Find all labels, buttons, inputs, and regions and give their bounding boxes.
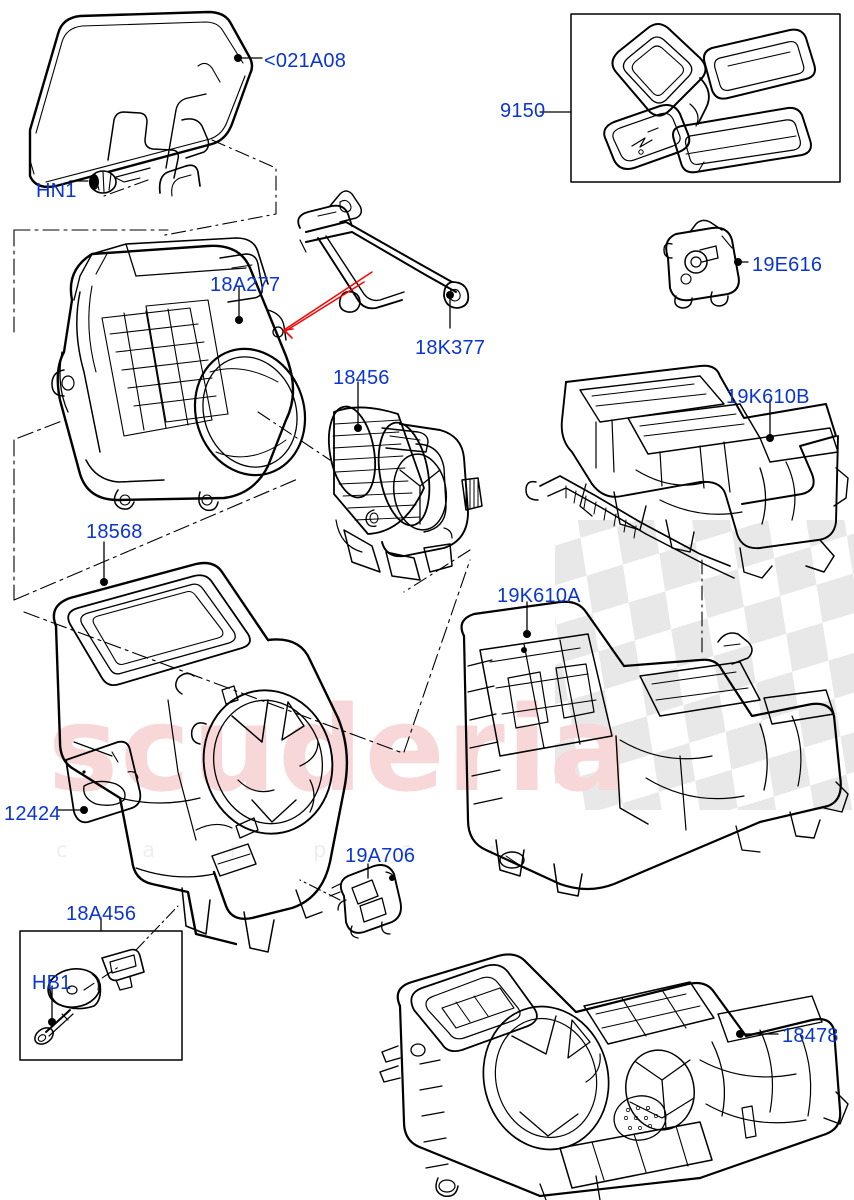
callout-18478: 18478 [782, 1025, 839, 1047]
callout-19K610A: 19K610A [497, 585, 581, 607]
highlight-leaders-red [283, 271, 373, 339]
leader-19K610A [523, 601, 531, 638]
part-HB1-bolt [34, 1009, 74, 1045]
leader-021A08 [234, 54, 263, 62]
guide-18456 [257, 411, 331, 461]
part-021A08-cover [28, 10, 254, 197]
guide-18456-to-18568 [403, 549, 471, 593]
part-18K377-bracket [297, 190, 470, 313]
leader-19E616 [734, 258, 749, 266]
callout-19A706: 19A706 [345, 845, 416, 867]
box-18A456 [19, 917, 183, 1061]
callout-18A277: 18A277 [210, 274, 281, 296]
part-9150-strip-seal-lower [672, 106, 812, 174]
callout-18K377: 18K377 [415, 337, 486, 359]
leader-12424 [57, 806, 88, 814]
part-18478-heater-assembly [379, 953, 849, 1200]
box-9150 [570, 13, 841, 183]
part-19K610A-duct [460, 600, 849, 897]
callout-021A08: <021A08 [264, 50, 347, 72]
part-18456-blower-motor [328, 405, 483, 581]
part-18A456-clip [101, 948, 145, 991]
leader-19K610B [766, 399, 774, 442]
leader-18478 [736, 1030, 779, 1038]
leader-HB1 [48, 985, 56, 1026]
callout-9150: 9150 [500, 100, 546, 122]
callout-19K610B: 19K610B [726, 386, 810, 408]
part-9150-square-seal [611, 23, 710, 127]
leader-18456 [354, 381, 362, 432]
guide-18A456 [83, 905, 179, 991]
part-18A456-grommet [47, 967, 102, 1010]
part-9150-strip-seal-upper [702, 28, 816, 100]
callout-HN1: HN1 [36, 180, 77, 202]
callout-19E616: 19E616 [752, 254, 823, 276]
leader-18K377 [446, 291, 454, 329]
part-19A706-actuator [329, 864, 402, 939]
leader-18568 [100, 541, 108, 586]
part-18A277-blower-housing [51, 237, 307, 512]
leader-18A277 [235, 285, 243, 324]
assembly-guide-lines [103, 139, 277, 237]
callout-12424: 12424 [4, 803, 61, 825]
callout-18568: 18568 [86, 521, 143, 543]
part-9150-oval-seal [603, 104, 691, 170]
guide-19A706 [299, 879, 341, 901]
part-19E616-actuator [663, 219, 740, 309]
part-HN1-nut [89, 167, 151, 194]
part-19K610B-duct [525, 364, 849, 579]
callout-18456: 18456 [333, 367, 390, 389]
callout-HB1: HB1 [32, 972, 72, 994]
part-12424-cover-plate [65, 740, 142, 824]
part-18568-housing [52, 561, 349, 953]
callout-18A456: 18A456 [66, 903, 137, 925]
